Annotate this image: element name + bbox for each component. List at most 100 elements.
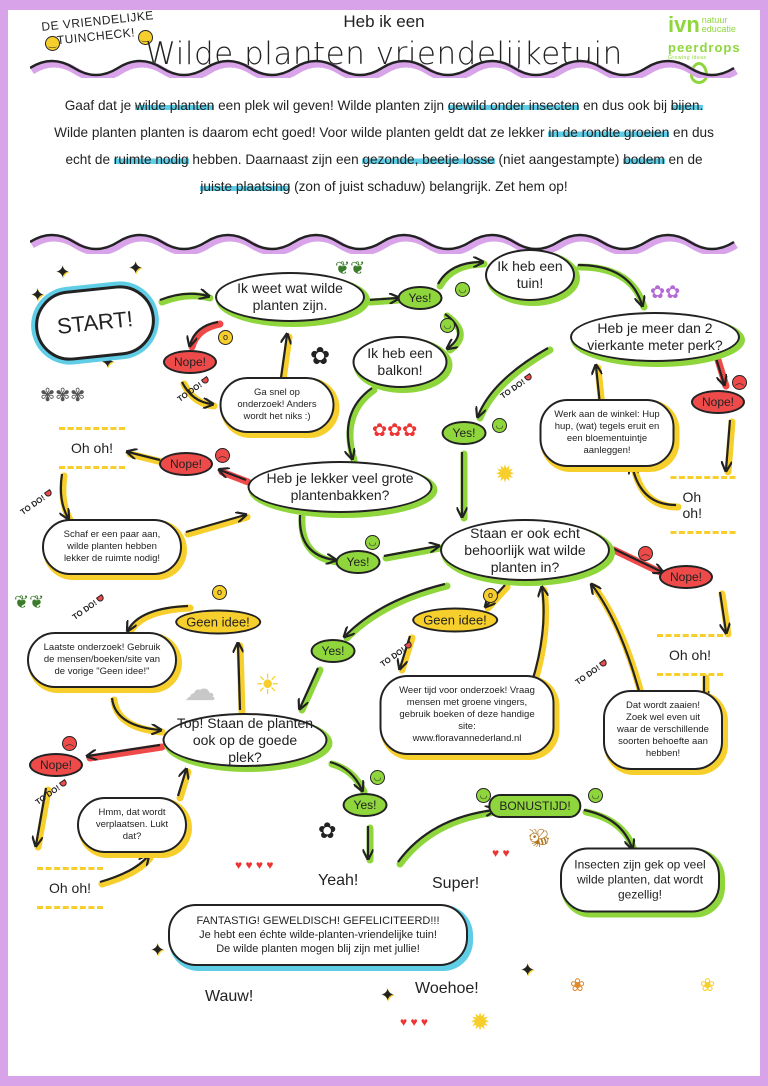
no-idea-badge: Geen idee! xyxy=(412,607,498,633)
sad-face-icon: ︵ xyxy=(215,448,230,463)
congrats-line1: FANTASTIG! GEWELDISCH! GEFELICITEERD!!! xyxy=(196,915,440,927)
bonus-time-badge: BONUSTIJD! xyxy=(488,794,582,818)
todo-research-again-cloud: Weer tijd voor onderzoek! Vraag mensen m… xyxy=(379,675,555,755)
flow-arrow xyxy=(278,335,287,386)
congrats-line3: De wilde planten mogen blij zijn met jul… xyxy=(216,943,420,955)
happy-face-icon: ◡ xyxy=(370,770,385,785)
flora-site-link[interactable]: www.floravannederland.nl xyxy=(412,733,522,744)
intro-highlight: bodem xyxy=(623,152,665,167)
todo-label: TO DO! xyxy=(19,488,54,517)
happy-face-icon: ◡ xyxy=(492,418,507,433)
node-know-wild-plants: Ik weet wat wilde planten zijn. xyxy=(215,272,365,322)
pretitle: Heb ik een xyxy=(343,12,425,31)
oh-oh-label: Oh oh! xyxy=(58,427,126,469)
sparkle-icon: ✦ xyxy=(30,285,46,305)
sparkle-icon: ✦ xyxy=(520,960,536,980)
oh-oh-label: Oh oh! xyxy=(670,476,736,534)
node-right-place-question: Top! Staan de planten ook op de goede pl… xyxy=(162,713,328,767)
yes-badge: Yes! xyxy=(335,550,381,574)
intro-segment: en dus echt de xyxy=(65,125,714,167)
wildflower-icon: ❦❦ xyxy=(335,258,366,278)
oh-oh-label: Oh oh! xyxy=(656,634,724,676)
dandelion-icon: ✾✾✾ xyxy=(40,385,86,405)
no-idea-badge: Geen idee! xyxy=(175,609,261,635)
flow-arrow xyxy=(185,515,245,534)
insects-cloud: Insecten zijn gek op veel wilde planten,… xyxy=(560,847,720,913)
arrow-highlight xyxy=(396,808,500,868)
nope-badge: Nope! xyxy=(658,565,714,589)
happy-face-icon: ◡ xyxy=(365,535,380,550)
shovel-icon xyxy=(598,659,608,668)
flow-arrow xyxy=(329,760,362,790)
shovel-icon xyxy=(523,373,533,382)
todo-text: TO DO! xyxy=(498,377,527,401)
super-label: Super! xyxy=(432,875,480,892)
flow-arrow xyxy=(367,298,398,300)
intro-segment: hebben. Daarnaast zijn een xyxy=(188,152,363,167)
flow-arrow xyxy=(611,547,662,572)
happy-face-icon: ◡ xyxy=(588,788,603,803)
flow-arrow xyxy=(596,366,600,406)
intro-text: Gaaf dat je wilde planten een plek wil g… xyxy=(54,92,714,200)
wavy-divider-bottom xyxy=(30,233,738,254)
flow-arrow xyxy=(128,604,189,630)
sun-icon: ☀ xyxy=(255,669,281,700)
todo-label: TO DO! xyxy=(176,375,211,404)
todo-text: TO DO! xyxy=(378,645,407,669)
flow-arrow xyxy=(718,591,726,632)
shovel-icon xyxy=(403,641,413,650)
wildflower-icon: ❦❦ xyxy=(14,592,45,612)
bee-icon: 🐝︎ xyxy=(528,828,551,848)
woehoe-label: Woehoe! xyxy=(415,980,479,997)
intro-segment: en dus ook bij xyxy=(579,98,671,113)
intro-highlight: bijen. xyxy=(670,98,704,113)
intro-highlight: gezonde, beetje losse xyxy=(362,152,495,167)
peerdrops-logo-sub: Growing ideas xyxy=(668,55,707,61)
daisy-icon: ✿ xyxy=(310,343,331,370)
ivn-logo-text: ivn xyxy=(668,12,700,37)
flow-arrow xyxy=(530,588,544,683)
flow-arrow xyxy=(298,514,335,560)
butterfly-icon: ❀ xyxy=(570,975,586,995)
nope-badge: Nope! xyxy=(690,390,746,414)
todo-last-research-cloud: Laatste onderzoek! Gebruik de mensen/boe… xyxy=(27,632,177,688)
todo-label: TO DO! xyxy=(499,372,534,401)
yes-badge: Yes! xyxy=(342,793,388,817)
sparkle-icon: ✦ xyxy=(380,985,396,1005)
intro-highlight: wilde planten xyxy=(134,98,215,113)
flow-arrow xyxy=(726,419,730,470)
todo-text: TO DO! xyxy=(573,663,602,687)
sunflower-icon: ✹ xyxy=(495,461,516,488)
smiley-icon: ‿ xyxy=(138,30,153,45)
intro-segment: Gaaf dat je xyxy=(64,98,135,113)
todo-planters-cloud: Schaf er een paar aan, wilde planten heb… xyxy=(42,519,182,575)
flow-arrow xyxy=(110,697,160,730)
worried-face-icon: o xyxy=(218,330,233,345)
flow-arrow xyxy=(220,470,247,482)
flow-arrow xyxy=(348,387,373,458)
sparkle-icon: ✦ xyxy=(128,258,144,278)
flower-pots-icon: ✿✿✿ xyxy=(372,420,418,440)
todo-label: TO DO! xyxy=(574,658,609,687)
congratulations-cloud: FANTASTIG! GEWELDISCH! GEFELICITEERD!!!J… xyxy=(168,904,468,966)
todo-label: TO DO! xyxy=(34,778,69,807)
happy-face-icon: ◡ xyxy=(440,318,455,333)
flow-arrow xyxy=(577,263,642,305)
arrow-highlight xyxy=(236,642,246,716)
worried-face-icon: o xyxy=(212,585,227,600)
shovel-icon xyxy=(95,594,105,603)
nope-badge: Nope! xyxy=(28,753,84,777)
hearts-icon: ♥ ♥ ♥ xyxy=(400,1015,429,1029)
flow-arrow xyxy=(181,381,212,404)
wauw-label: Wauw! xyxy=(205,988,254,1005)
happy-face-icon: ◡ xyxy=(476,788,491,803)
todo-text: TO DO! xyxy=(18,493,47,517)
flow-arrow xyxy=(238,644,240,711)
intro-highlight: in de rondte groeien xyxy=(548,125,670,140)
flow-arrow xyxy=(128,452,161,462)
hearts-icon: ♥ ♥ ♥ ♥ xyxy=(235,858,274,872)
yes-badge: Yes! xyxy=(397,286,443,310)
wavy-divider-top xyxy=(30,59,738,78)
